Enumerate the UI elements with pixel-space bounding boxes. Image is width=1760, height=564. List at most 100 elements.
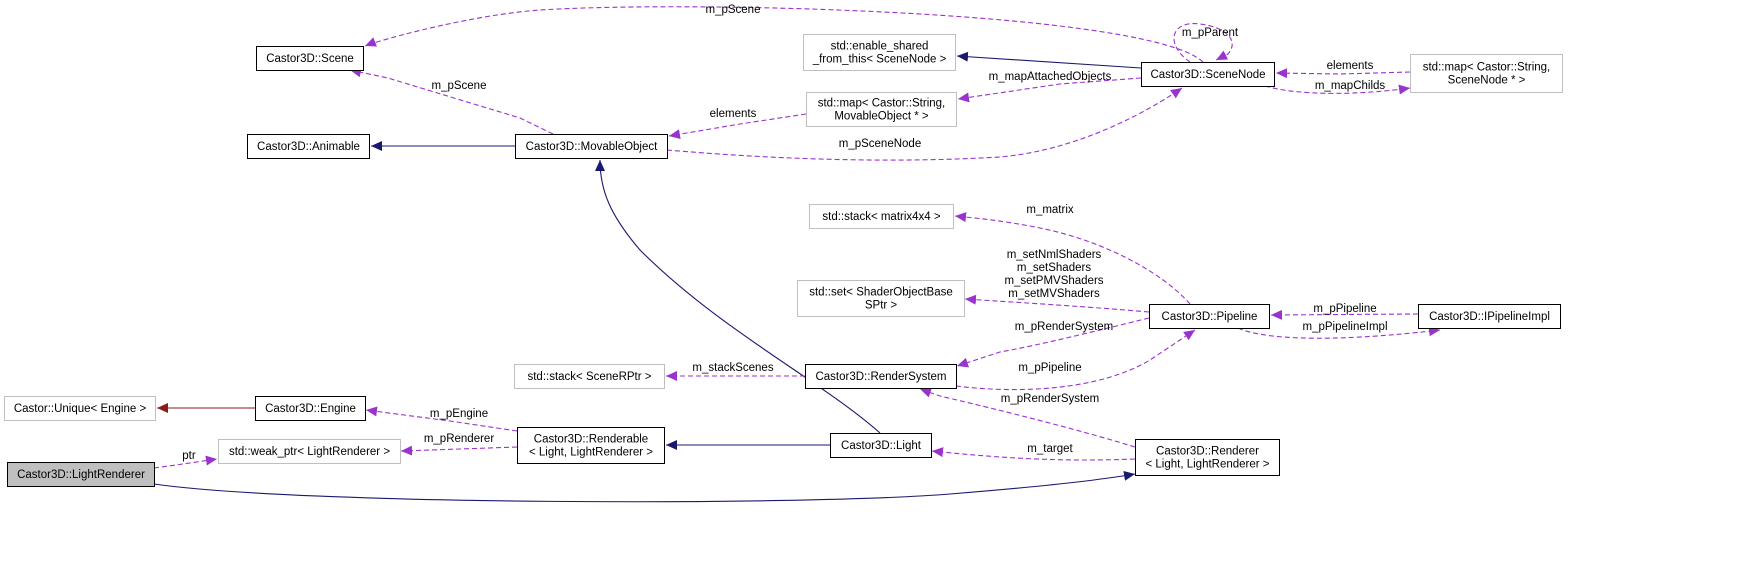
edge-label: m_setShaders — [1017, 262, 1091, 274]
edge-render_system-to-pipeline: m_pPipeline — [955, 329, 1196, 391]
edge-line — [1237, 326, 1441, 339]
node-label: Castor3D::RenderSystem — [815, 371, 946, 383]
node-label: MovableObject * > — [834, 111, 929, 123]
node-box — [1135, 439, 1280, 476]
edge-pipeline-to-ipipeline_impl: m_pPipelineImpl — [1237, 321, 1441, 339]
node-box — [830, 433, 932, 458]
edge-label: m_setPMVShaders — [1004, 275, 1103, 287]
edge-label: m_pPipeline — [1018, 362, 1081, 374]
node-label: Castor3D::MovableObject — [526, 141, 658, 153]
node-label: std::set< ShaderObjectBase — [809, 287, 953, 299]
node-label: Castor3D::SceneNode — [1150, 69, 1265, 81]
edge-line — [956, 317, 1150, 368]
node-box — [256, 46, 364, 71]
edge-label: m_setNmlShaders — [1007, 249, 1102, 261]
class-node-light[interactable]: Castor3D::Light — [830, 433, 932, 458]
node-box — [517, 427, 665, 464]
node-box — [247, 134, 370, 159]
edge-line — [956, 51, 1142, 69]
class-node-enable-shared[interactable]: std::enable_shared_from_this< SceneNode … — [803, 34, 956, 71]
edge-line — [668, 113, 807, 140]
edge-line — [919, 387, 1136, 448]
node-box — [514, 364, 665, 389]
class-node-unique-engine[interactable]: Castor::Unique< Engine > — [4, 396, 156, 421]
edge-renderable-to-weak_ptr: m_pRenderer — [400, 433, 518, 456]
class-node-engine[interactable]: Castor3D::Engine — [255, 396, 366, 421]
edge-line — [153, 455, 218, 469]
node-label: std::weak_ptr< LightRenderer > — [229, 446, 390, 458]
class-node-pipeline[interactable]: Castor3D::Pipeline — [1149, 304, 1270, 329]
edge-label: ptr — [182, 450, 196, 462]
edge-line — [1275, 68, 1411, 79]
node-label: std::enable_shared — [831, 41, 929, 53]
class-node-renderer[interactable]: Castor3D::Renderer< Light, LightRenderer… — [1135, 439, 1280, 476]
class-node-map-scenenode[interactable]: std::map< Castor::String,SceneNode * > — [1410, 54, 1563, 93]
edge-line — [349, 67, 554, 135]
edge-line — [666, 87, 1183, 161]
edge-line — [153, 470, 1136, 503]
node-box — [805, 364, 957, 389]
node-label: Castor3D::LightRenderer — [17, 469, 145, 481]
edge-light_renderer-to-renderer — [153, 470, 1136, 503]
node-label: Castor3D::IPipelineImpl — [1429, 311, 1550, 323]
edge-label: m_stackScenes — [692, 362, 773, 374]
class-node-light-renderer[interactable]: Castor3D::LightRenderer — [7, 462, 155, 487]
node-label: SPtr > — [865, 300, 898, 312]
class-node-animable[interactable]: Castor3D::Animable — [247, 134, 370, 159]
edge-pipeline-to-render_system: m_pRenderSystem — [956, 317, 1150, 368]
node-box — [797, 280, 965, 317]
edge-renderer-to-render_system: m_pRenderSystem — [919, 387, 1136, 448]
class-node-render-system[interactable]: Castor3D::RenderSystem — [805, 364, 957, 389]
edge-label: m_target — [1027, 443, 1073, 455]
class-node-ipipeline-impl[interactable]: Castor3D::IPipelineImpl — [1418, 304, 1561, 329]
edge-label: m_pPipeline — [1313, 303, 1376, 315]
class-node-movable-object[interactable]: Castor3D::MovableObject — [515, 134, 668, 159]
class-node-scene-node[interactable]: Castor3D::SceneNode — [1141, 62, 1275, 87]
edge-line — [964, 294, 1150, 313]
class-node-scene[interactable]: Castor3D::Scene — [256, 46, 364, 71]
edge-line — [400, 445, 518, 456]
edge-label: m_pPipelineImpl — [1302, 321, 1387, 333]
edge-label: m_pEngine — [430, 408, 488, 420]
edges: m_pScene m_pScene m_pParent m_mapAttachedOb… — [153, 4, 1441, 503]
class-node-renderable[interactable]: Castor3D::Renderable< Light, LightRender… — [517, 427, 665, 464]
edge-renderable-to-engine: m_pEngine — [365, 406, 518, 432]
node-label: Castor3D::Scene — [266, 53, 354, 65]
node-box — [809, 204, 954, 229]
edge-map_scenenode-to-scene_node: elements — [1275, 60, 1411, 79]
node-box — [1149, 304, 1270, 329]
edge-label: m_mapAttachedObjects — [989, 71, 1112, 83]
edge-line — [365, 406, 518, 432]
edge-line — [595, 159, 881, 434]
node-box — [515, 134, 668, 159]
edge-label: elements — [710, 108, 757, 120]
node-label: std::map< Castor::String, — [1423, 62, 1551, 74]
edge-label: m_pScene — [432, 80, 487, 92]
edge-label: m_pRenderSystem — [1001, 393, 1099, 405]
node-label: < Light, LightRenderer > — [529, 447, 653, 459]
edge-label: elements — [1327, 60, 1374, 72]
class-node-map-movable[interactable]: std::map< Castor::String,MovableObject *… — [806, 92, 957, 127]
node-label: Castor3D::Renderable — [534, 434, 648, 446]
edge-pipeline-to-stack_matrix: m_matrix — [954, 204, 1191, 305]
node-label: < Light, LightRenderer > — [1145, 459, 1269, 471]
node-box — [806, 92, 957, 127]
edge-line — [1270, 309, 1419, 320]
edge-label: m_pScene — [706, 4, 761, 16]
edge-line — [931, 447, 1136, 461]
edge-label: m_setMVShaders — [1008, 288, 1100, 300]
class-node-stack-scene[interactable]: std::stack< SceneRPtr > — [514, 364, 665, 389]
node-box — [1410, 54, 1563, 93]
edge-label: m_mapChilds — [1315, 80, 1386, 92]
node-label: Castor3D::Animable — [257, 141, 360, 153]
node-box — [4, 396, 156, 421]
edge-render_system-to-stack_scene: m_stackScenes — [666, 362, 805, 381]
edge-scene_node-to-map_scenenode: m_mapChilds — [1264, 80, 1411, 95]
class-node-weak-ptr[interactable]: std::weak_ptr< LightRenderer > — [218, 439, 401, 464]
class-node-stack-matrix[interactable]: std::stack< matrix4x4 > — [809, 204, 954, 229]
edge-label: m_pParent — [1182, 27, 1239, 39]
node-box — [218, 439, 401, 464]
